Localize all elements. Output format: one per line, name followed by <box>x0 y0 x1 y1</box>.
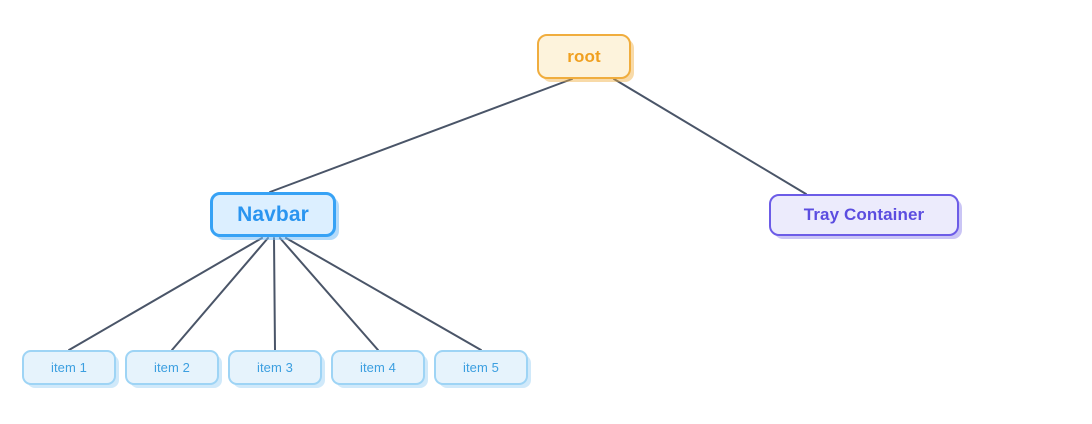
edge-navbar-to-item-4 <box>279 237 379 351</box>
node-root-label: root <box>567 46 601 66</box>
node-item-5-label: item 5 <box>462 360 499 375</box>
node-item-2[interactable]: item 2 <box>125 350 219 385</box>
node-item-1[interactable]: item 1 <box>22 350 116 385</box>
edge-navbar-to-item-3 <box>273 237 276 351</box>
edge-navbar-to-item-5 <box>285 237 482 351</box>
node-item-1-label: item 1 <box>50 360 87 375</box>
node-item-4[interactable]: item 4 <box>331 350 425 385</box>
edge-root-to-tray <box>613 78 807 195</box>
edge-root-to-navbar <box>269 78 573 193</box>
node-tray-container-label: Tray Container <box>803 205 925 224</box>
edge-navbar-to-item-2 <box>171 237 269 351</box>
edge-navbar-to-item-1 <box>68 237 263 351</box>
node-navbar[interactable]: Navbar <box>210 192 336 237</box>
node-item-5[interactable]: item 5 <box>434 350 528 385</box>
node-item-2-label: item 2 <box>153 360 190 375</box>
node-item-4-label: item 4 <box>359 360 396 375</box>
node-navbar-label: Navbar <box>237 202 309 226</box>
node-tray-container[interactable]: Tray Container <box>769 194 959 236</box>
node-item-3[interactable]: item 3 <box>228 350 322 385</box>
node-item-3-label: item 3 <box>256 360 293 375</box>
node-root[interactable]: root <box>537 34 631 79</box>
